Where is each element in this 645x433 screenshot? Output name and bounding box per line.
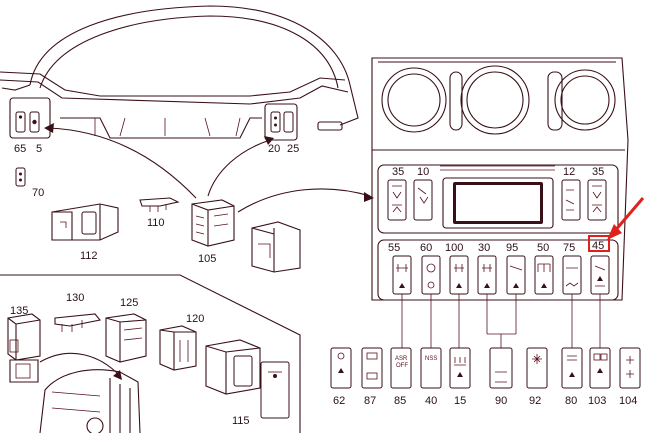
label-85: 85 bbox=[394, 395, 406, 407]
asr-text: ASR bbox=[395, 356, 408, 362]
label-65: 65 bbox=[14, 143, 26, 155]
label-75: 75 bbox=[563, 242, 575, 254]
label-62: 62 bbox=[333, 395, 345, 407]
leader-lines bbox=[401, 294, 601, 348]
label-135: 135 bbox=[10, 305, 28, 317]
bottom-switches: ASR OFF NSS bbox=[330, 347, 641, 389]
inset-panel bbox=[0, 274, 301, 433]
asr-sub-text: OFF bbox=[396, 363, 408, 369]
label-25: 25 bbox=[287, 143, 299, 155]
label-110: 110 bbox=[147, 217, 165, 229]
label-40: 40 bbox=[425, 395, 437, 407]
switch-80 bbox=[561, 347, 583, 389]
switch-45 bbox=[590, 255, 610, 295]
label-55: 55 bbox=[388, 242, 400, 254]
switch-35-left bbox=[387, 179, 407, 221]
label-45: 45 bbox=[592, 240, 604, 252]
transfer-arrows bbox=[44, 123, 374, 213]
label-95: 95 bbox=[506, 242, 518, 254]
label-15: 15 bbox=[454, 395, 466, 407]
lower-switches bbox=[392, 255, 610, 295]
label-60: 60 bbox=[420, 242, 432, 254]
parts-middle-left bbox=[51, 197, 301, 273]
number-labels: 65 5 70 20 25 110 112 105 135 130 125 12… bbox=[10, 143, 637, 427]
label-12: 12 bbox=[563, 166, 575, 178]
switch-12 bbox=[561, 179, 581, 221]
label-120: 120 bbox=[186, 313, 204, 325]
switch-104 bbox=[619, 347, 641, 389]
highlight-marker bbox=[588, 197, 645, 252]
switch-40 bbox=[420, 347, 442, 389]
switch-75 bbox=[562, 255, 582, 295]
switch-15 bbox=[449, 347, 471, 389]
switch-87 bbox=[361, 347, 383, 389]
upper-switches bbox=[387, 179, 607, 221]
label-130: 130 bbox=[66, 292, 84, 304]
label-35-left: 35 bbox=[392, 166, 404, 178]
label-87: 87 bbox=[364, 395, 376, 407]
switch-55 bbox=[392, 255, 412, 295]
label-90: 90 bbox=[495, 395, 507, 407]
label-104: 104 bbox=[619, 395, 637, 407]
label-70: 70 bbox=[32, 187, 44, 199]
label-50: 50 bbox=[537, 242, 549, 254]
label-125: 125 bbox=[120, 297, 138, 309]
switch-35-right bbox=[587, 179, 607, 221]
switch-50 bbox=[534, 255, 554, 295]
label-10: 10 bbox=[417, 166, 429, 178]
label-103: 103 bbox=[588, 395, 606, 407]
switch-100 bbox=[449, 255, 469, 295]
label-112: 112 bbox=[80, 250, 98, 262]
switch-92 bbox=[526, 347, 548, 389]
label-105: 105 bbox=[198, 253, 216, 265]
label-115: 115 bbox=[232, 415, 250, 427]
instrument-cluster bbox=[0, 5, 359, 187]
label-80: 80 bbox=[565, 395, 577, 407]
label-100: 100 bbox=[445, 242, 463, 254]
label-92: 92 bbox=[529, 395, 541, 407]
label-30: 30 bbox=[478, 242, 490, 254]
nss-text: NSS bbox=[425, 356, 437, 362]
switch-30 bbox=[477, 255, 497, 295]
switch-90 bbox=[489, 347, 513, 389]
label-20: 20 bbox=[268, 143, 280, 155]
switch-10 bbox=[413, 179, 433, 221]
dashboard-panel bbox=[371, 57, 629, 301]
label-5: 5 bbox=[36, 143, 42, 155]
switch-95 bbox=[506, 255, 526, 295]
label-35-right: 35 bbox=[592, 166, 604, 178]
switch-85 bbox=[390, 347, 412, 389]
